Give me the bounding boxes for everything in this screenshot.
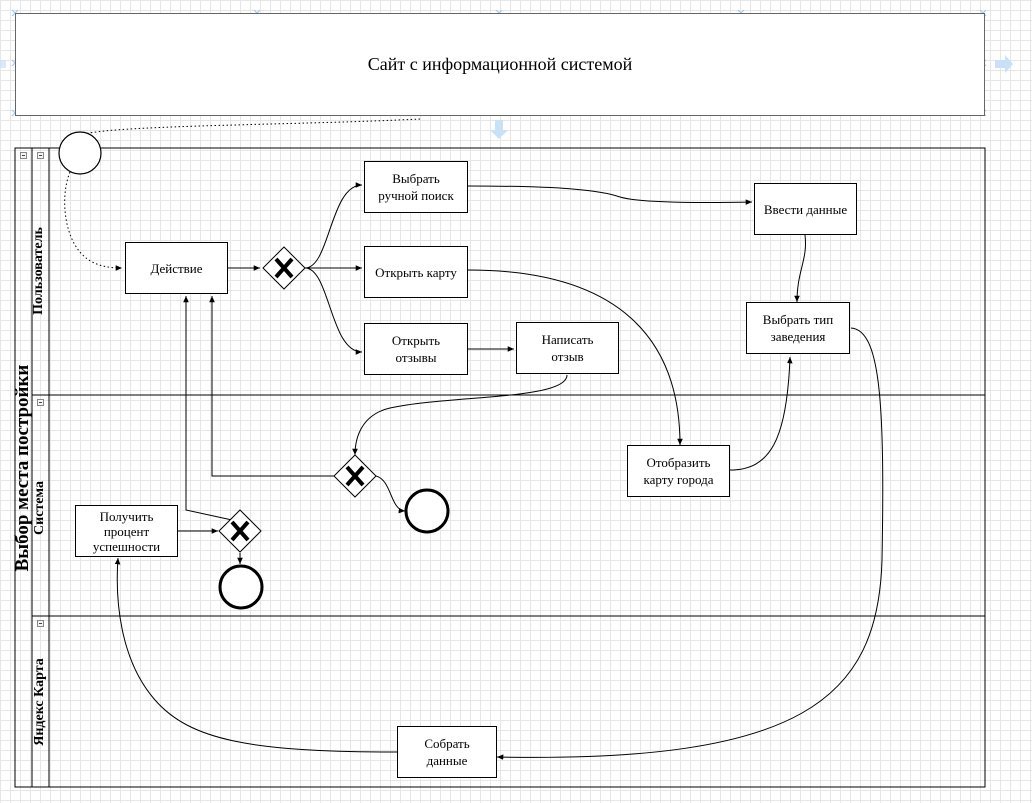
lane-label-yandex-map: Яндекс Карта [32, 658, 47, 746]
sequence-flows[interactable] [64, 118, 884, 760]
flow-write-to-gateway2 [352, 374, 568, 456]
task-enter-data[interactable]: Ввести данные [754, 183, 857, 235]
flow-gateway2-to-end [375, 475, 406, 514]
task-write-review[interactable]: Написать отзыв [516, 322, 619, 374]
exclusive-gateway-icon [333, 454, 377, 498]
task-manual-search[interactable]: Выбрать ручной поиск [364, 161, 468, 213]
end-event [218, 564, 264, 610]
flow-manual-to-enter [467, 185, 753, 205]
flow-show-to-choose [729, 356, 793, 471]
task-action[interactable]: Действие [125, 242, 228, 294]
flow-collect-to-success [114, 557, 398, 753]
task-open-map[interactable]: Открыть карту [364, 246, 468, 298]
collapse-toggle-icon[interactable] [37, 620, 44, 627]
flow-gateway-to-manual [304, 182, 363, 269]
lane-label-system: Система [32, 481, 47, 535]
exclusive-gateway-icon [262, 246, 306, 290]
flow-choose-to-collect [496, 327, 884, 760]
flow-gateway-to-reviews [304, 267, 363, 355]
pool-title: Выбор места постройки [12, 364, 33, 572]
flow-map-to-show [467, 269, 683, 446]
collapse-toggle-icon[interactable] [20, 152, 27, 159]
exclusive-gateway-icon [218, 509, 262, 553]
task-choose-type[interactable]: Выбрать тип заведения [746, 302, 850, 354]
flow-start-to-action [64, 152, 123, 271]
flow-frame-to-start [84, 118, 421, 135]
events[interactable] [58, 131, 450, 610]
lane-label-user: Пользователь [31, 227, 46, 315]
task-success-rate[interactable]: Получить процент успешности [75, 505, 178, 557]
start-event [58, 131, 102, 175]
task-collect-data[interactable]: Собрать данные [397, 726, 497, 778]
gateways[interactable] [218, 246, 377, 553]
system-frame[interactable]: Сайт с информационной системой [15, 13, 985, 116]
flow-gateway3-to-action [183, 296, 233, 521]
flow-enter-to-choose [794, 234, 807, 303]
end-event [404, 488, 450, 534]
connection-arrow-icons[interactable] [0, 55, 1013, 139]
collapse-toggle-icon[interactable] [37, 152, 44, 159]
flow-gateway2-to-action [209, 296, 334, 477]
task-show-map[interactable]: Отобразить карту города [627, 445, 730, 497]
system-frame-title: Сайт с информационной системой [367, 54, 633, 74]
task-open-reviews[interactable]: Открыть отзывы [364, 323, 468, 375]
collapse-toggle-icon[interactable] [37, 399, 44, 406]
